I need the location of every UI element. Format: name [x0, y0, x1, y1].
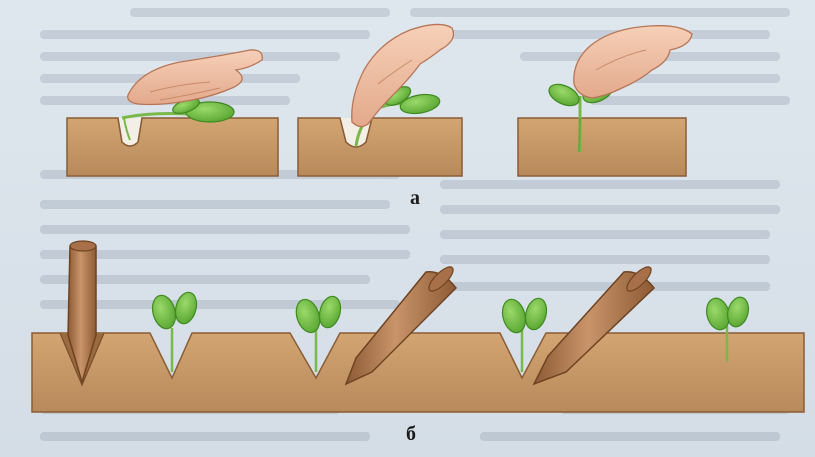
- hand-icon: [574, 26, 692, 98]
- figure-label-b: б: [406, 423, 416, 446]
- seedling-root: [579, 118, 580, 152]
- soil-block: [518, 118, 686, 176]
- planting-hole: [118, 118, 142, 146]
- soil-strip-b: [32, 333, 804, 412]
- figure-label-a: а: [410, 187, 420, 210]
- hand-icon: [128, 50, 263, 105]
- soil-block: [298, 118, 462, 176]
- panel-a1: [67, 50, 278, 176]
- soil-block: [67, 118, 278, 176]
- panel-a3: [518, 26, 692, 176]
- panel-a2: [298, 24, 462, 176]
